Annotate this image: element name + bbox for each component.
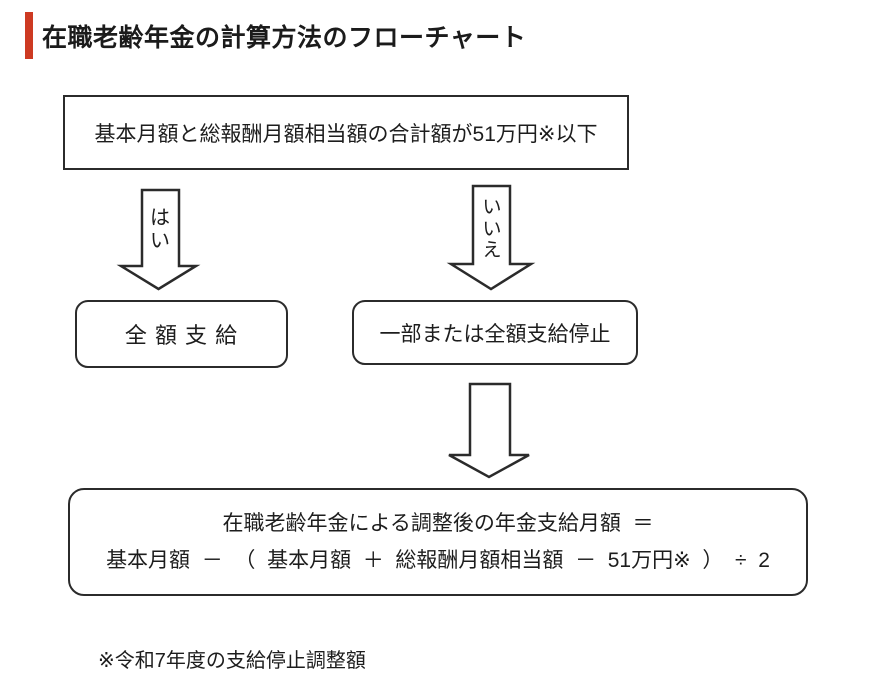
result-down-arrow-icon bbox=[448, 382, 530, 479]
condition-box: 基本月額と総報酬月額相当額の合計額が51万円※以下 bbox=[63, 95, 629, 170]
no-down-arrow-icon bbox=[446, 184, 536, 291]
page-header: 在職老齢年金の計算方法のフローチャート bbox=[25, 12, 526, 59]
formula-line-1: 在職老齢年金による調整後の年金支給月額 ＝ bbox=[222, 512, 654, 535]
full-payment-text: 全 額 支 給 bbox=[124, 323, 239, 348]
yes-arrow-label: はい bbox=[150, 207, 170, 252]
title-accent-bar bbox=[25, 12, 33, 59]
full-payment-box: 全 額 支 給 bbox=[75, 300, 288, 368]
formula-box: 在職老齢年金による調整後の年金支給月額 ＝ 基本月額 － （ 基本月額 ＋ 総報… bbox=[68, 488, 808, 596]
footnote: ※令和7年度の支給停止調整額 bbox=[98, 650, 366, 672]
condition-text: 基本月額と総報酬月額相当額の合計額が51万円※以下 bbox=[94, 122, 598, 146]
page-title: 在職老齢年金の計算方法のフローチャート bbox=[42, 23, 527, 52]
partial-or-full-suspension-box: 一部または全額支給停止 bbox=[352, 300, 638, 365]
partial-or-full-suspension-text: 一部または全額支給停止 bbox=[379, 322, 611, 346]
yes-down-arrow-icon bbox=[116, 188, 201, 291]
formula-line-2: 基本月額 － （ 基本月額 ＋ 総報酬月額相当額 － 51万円※ ） ÷ 2 bbox=[106, 549, 770, 572]
no-arrow-label: いいえ bbox=[482, 197, 502, 261]
